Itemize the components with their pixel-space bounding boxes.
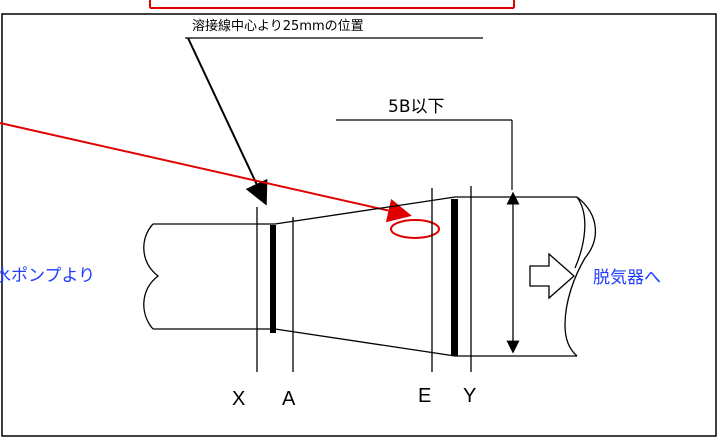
red-pointer-arrow <box>0 122 412 223</box>
weld-position-callout: 溶接線中心より25mmの位置 <box>185 18 483 206</box>
from-pump-label: 水ポンプより <box>0 266 95 286</box>
section-label-e: E <box>418 385 431 407</box>
weld-line-outlet <box>451 199 458 356</box>
weld-position-label: 溶接線中心より25mmの位置 <box>192 18 364 34</box>
measurement-point-ellipse <box>390 219 440 239</box>
size-limit-callout: 5B以下 <box>336 97 513 190</box>
size-limit-label: 5B以下 <box>388 97 444 117</box>
to-deaerator-label: 脱気器へ <box>593 268 661 288</box>
top-red-frame <box>149 0 515 9</box>
outer-frame <box>1 13 717 437</box>
section-label-a: A <box>282 388 296 410</box>
reducer-cone <box>274 196 456 357</box>
inlet-pipe <box>143 223 275 330</box>
section-lines <box>256 186 472 372</box>
section-label-y: Y <box>463 385 476 407</box>
section-label-x: X <box>232 388 245 410</box>
weld-line-inlet <box>270 225 276 333</box>
hollow-right-arrow-icon <box>529 252 575 300</box>
